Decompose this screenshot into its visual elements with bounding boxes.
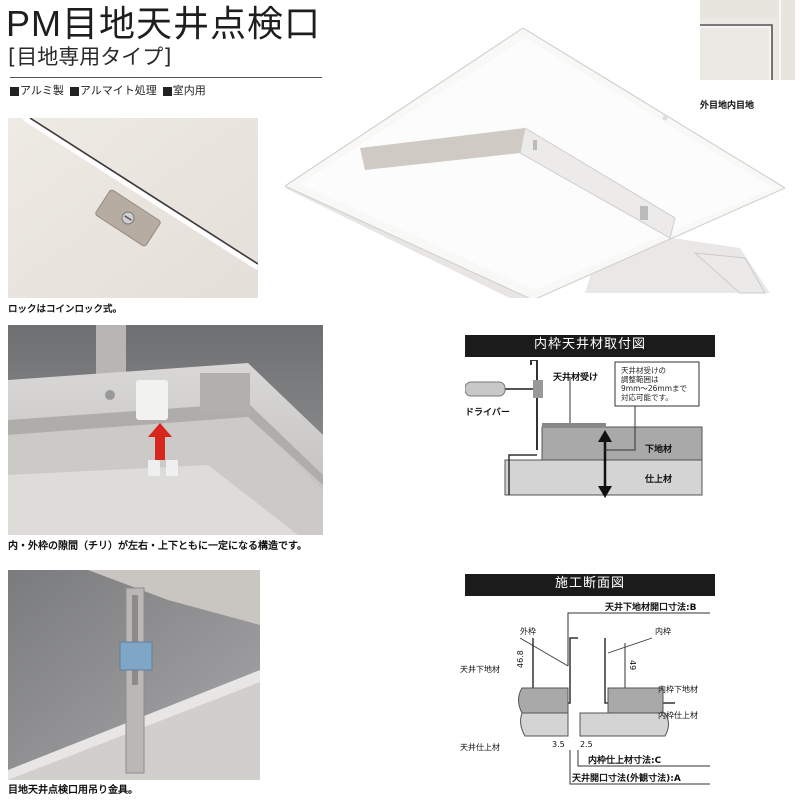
svg-text:内枠仕上材: 内枠仕上材 xyxy=(658,710,698,720)
header-divider xyxy=(10,77,322,78)
feature-item: アルマイト処理 xyxy=(69,84,157,98)
svg-text:天井下地材: 天井下地材 xyxy=(460,664,500,674)
page-title: PM目地天井点検口 xyxy=(6,3,322,44)
svg-text:3.5: 3.5 xyxy=(552,740,565,749)
red-arrow-icon xyxy=(148,423,172,460)
hanger-bracket-photo xyxy=(8,570,260,780)
frame-structure-photo xyxy=(8,325,323,535)
feature-list: アルミ製 アルマイト処理 室内用 xyxy=(10,84,206,98)
svg-text:46.8: 46.8 xyxy=(516,650,525,668)
inner-install-diagram: 天井材受けの 調整範囲は 9mm〜26mmまで 対応可能です。 天井材受け ドラ… xyxy=(464,359,715,505)
access-panel-product-image xyxy=(283,27,787,313)
svg-text:49: 49 xyxy=(628,660,637,670)
svg-text:9mm〜26mmまで: 9mm〜26mmまで xyxy=(621,384,687,393)
svg-text:調整範囲は: 調整範囲は xyxy=(621,374,659,384)
square-bullet-icon xyxy=(69,86,79,96)
svg-text:内枠下地材: 内枠下地材 xyxy=(658,684,698,694)
svg-text:天井仕上材: 天井仕上材 xyxy=(460,742,500,752)
page-subtitle: [目地専用タイプ] xyxy=(8,45,172,69)
svg-text:仕上材: 仕上材 xyxy=(644,473,672,485)
coin-lock-caption: ロックはコインロック式。 xyxy=(8,304,123,315)
svg-text:外枠: 外枠 xyxy=(520,626,536,636)
svg-text:内枠: 内枠 xyxy=(655,626,671,636)
section-diagram-title: 施工断面図 xyxy=(465,574,715,596)
feature-item: アルミ製 xyxy=(10,84,64,98)
square-bullet-icon xyxy=(10,86,19,96)
feature-item: 室内用 xyxy=(162,84,206,98)
svg-text:ドライバー: ドライバー xyxy=(465,407,510,418)
inner-install-diagram-title: 内枠天井材取付図 xyxy=(465,335,715,357)
joint-detail-caption: 外目地内目地 xyxy=(700,101,755,111)
svg-text:内枠仕上材寸法:C: 内枠仕上材寸法:C xyxy=(588,754,662,766)
square-bullet-icon xyxy=(162,86,172,96)
frame-structure-caption: 内・外枠の隙間（チリ）が左右・上下ともに一定になる構造です。 xyxy=(8,541,307,552)
svg-text:2.5: 2.5 xyxy=(580,740,593,749)
coin-lock-photo xyxy=(8,118,258,298)
svg-text:天井下地材開口寸法:B: 天井下地材開口寸法:B xyxy=(605,601,697,613)
svg-text:天井材受けの: 天井材受けの xyxy=(621,365,666,375)
svg-text:対応可能です。: 対応可能です。 xyxy=(621,392,673,402)
hanger-bracket-caption: 目地天井点検口用吊り金具。 xyxy=(8,785,138,796)
svg-text:天井開口寸法(外観寸法):A: 天井開口寸法(外観寸法):A xyxy=(572,772,681,784)
svg-text:下地材: 下地材 xyxy=(645,443,672,455)
section-diagram: 天井下地材開口寸法:B 外枠 46.8 内枠 49 天井下地材 内枠下地材 内枠… xyxy=(460,598,720,798)
joint-detail-photo xyxy=(700,0,795,80)
svg-text:天井材受け: 天井材受け xyxy=(553,371,598,383)
